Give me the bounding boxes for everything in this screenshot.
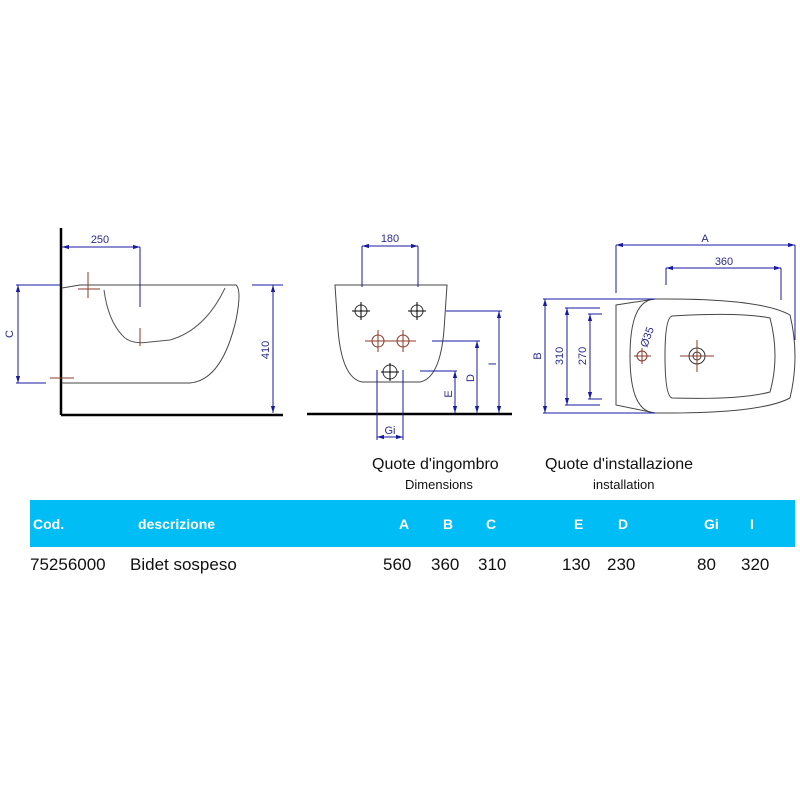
header-gi: Gi	[704, 516, 719, 532]
dim-hole-diameter: Ø35	[639, 325, 657, 349]
cell-b: 360	[431, 555, 460, 574]
cell-d: 230	[607, 555, 636, 574]
dim-270: 270	[577, 347, 589, 365]
dim-180: 180	[381, 233, 399, 245]
cell-i: 320	[741, 555, 770, 574]
side-view: 250 410 C	[4, 228, 283, 417]
dim-410: 410	[260, 341, 272, 359]
dim-i: I	[487, 362, 499, 365]
dim-c: C	[4, 330, 16, 338]
header-e: E	[574, 516, 584, 532]
header-b: B	[443, 516, 454, 532]
dim-360: 360	[715, 256, 733, 268]
table-header-bar	[30, 500, 795, 547]
caption-installazione: Quote d'installazione	[545, 456, 694, 473]
cell-gi: 80	[697, 555, 716, 574]
dim-250: 250	[91, 234, 109, 246]
header-c: C	[486, 516, 497, 532]
header-a: A	[399, 516, 410, 532]
dim-310: 310	[554, 347, 566, 365]
top-view: Ø35 A 360 B 310 270	[532, 233, 796, 414]
caption-installation: installation	[593, 477, 655, 492]
front-view: 180 I D E Gi	[307, 233, 512, 440]
dim-b: B	[532, 352, 544, 359]
technical-drawings: 250 410 C 180 I	[4, 228, 796, 440]
dim-a: A	[701, 233, 709, 245]
dim-gi: Gi	[385, 425, 396, 437]
header-i: I	[750, 516, 754, 532]
dim-d: D	[465, 374, 477, 382]
cell-description: Bidet sospeso	[130, 555, 237, 574]
header-descrizione: descrizione	[138, 516, 216, 532]
cell-a: 560	[383, 555, 412, 574]
cell-c: 310	[478, 555, 507, 574]
cell-e: 130	[562, 555, 591, 574]
header-d: D	[618, 516, 629, 532]
caption-dimensions: Dimensions	[405, 477, 473, 492]
dim-e: E	[443, 390, 455, 397]
caption-ingombro: Quote d'ingombro	[372, 456, 499, 473]
header-cod: Cod.	[33, 516, 65, 532]
cell-code: 75256000	[30, 555, 106, 574]
